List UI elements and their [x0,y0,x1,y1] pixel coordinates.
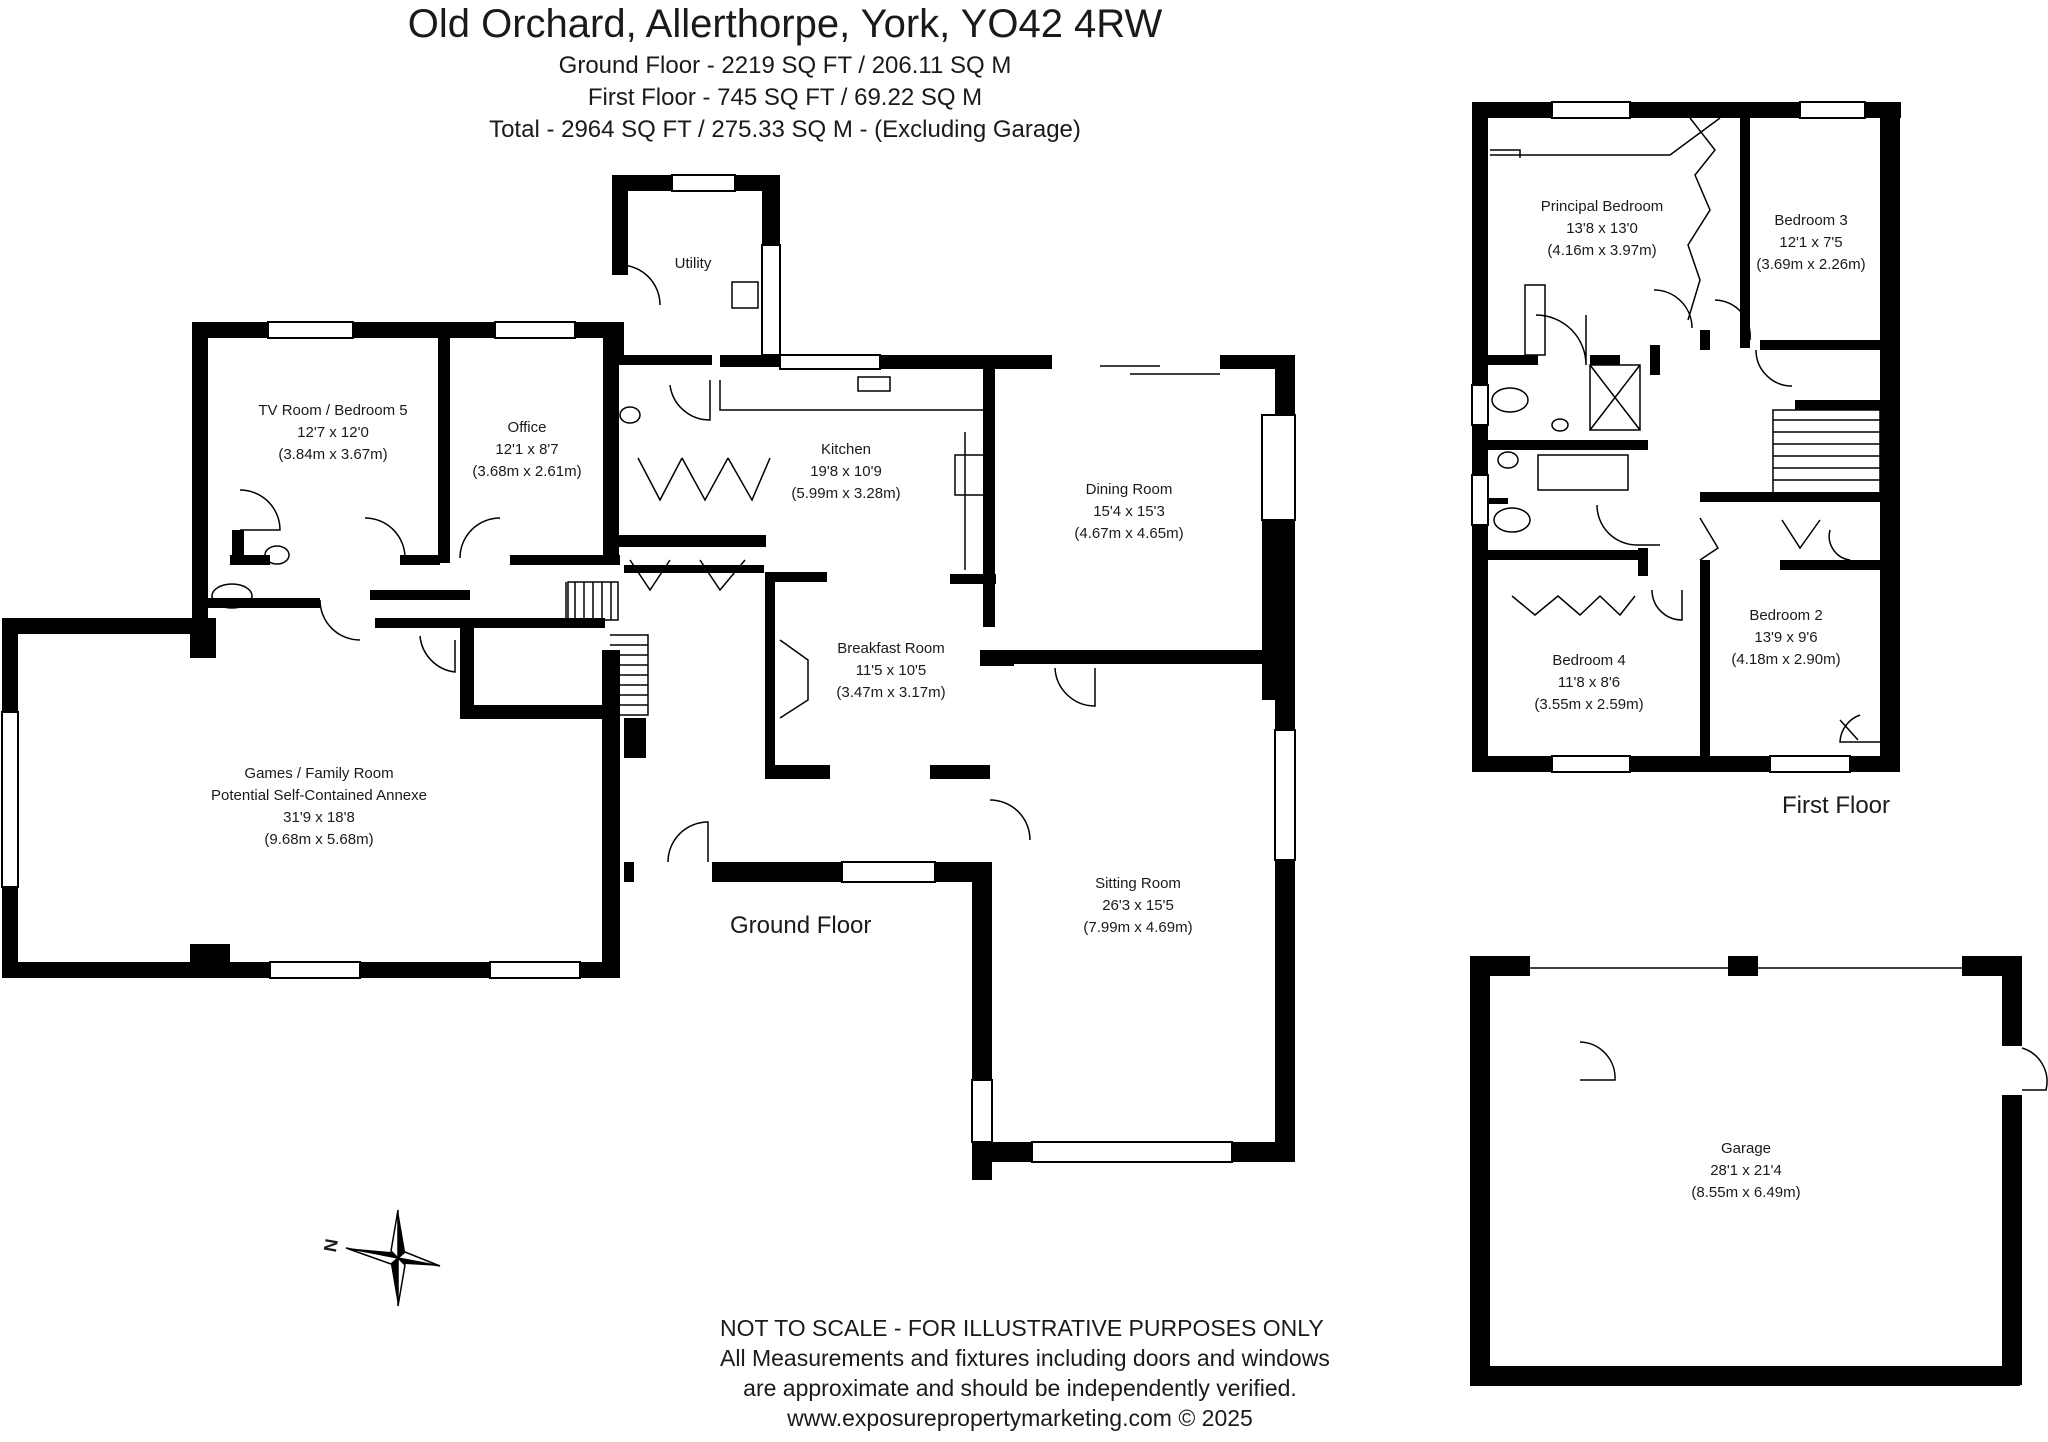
room-breakfast: Breakfast Room 11'5 x 10'5 (3.47m x 3.17… [836,638,945,704]
room-dining: Dining Room 15'4 x 15'3 (4.67m x 4.65m) [1074,479,1183,545]
room-bedroom-2: Bedroom 2 13'9 x 9'6 (4.18m x 2.90m) [1731,605,1840,671]
room-metric: (3.84m x 3.67m) [278,446,388,463]
room-metric: (9.68m x 5.68m) [264,831,374,848]
room-metric: (3.55m x 2.59m) [1534,696,1644,713]
room-principal-bedroom: Principal Bedroom 13'8 x 13'0 (4.16m x 3… [1541,196,1664,262]
room-bedroom-4: Bedroom 4 11'8 x 8'6 (3.55m x 2.59m) [1534,650,1643,716]
ground-floor-walls [2,175,1295,1180]
room-metric: (7.99m x 4.69m) [1083,919,1193,936]
garage-door [1530,967,2048,1091]
room-tv-bedroom-5: TV Room / Bedroom 5 12'7 x 12'0 (3.84m x… [258,400,407,466]
room-imperial: 11'8 x 8'6 [1557,674,1621,691]
room-subtitle: Potential Self-Contained Annexe [211,787,427,804]
room-garage: Garage 28'1 x 21'4 (8.55m x 6.49m) [1691,1138,1800,1204]
ground-floor-fixtures [211,264,1616,1081]
room-imperial: 15'4 x 15'3 [1093,503,1165,520]
room-bedroom-3: Bedroom 3 12'1 x 7'5 (3.69m x 2.26m) [1756,210,1865,276]
room-metric: (8.55m x 6.49m) [1691,1184,1801,1201]
room-kitchen: Kitchen 19'8 x 10'9 (5.99m x 3.28m) [791,439,900,505]
room-imperial: 12'7 x 12'0 [297,424,369,441]
room-metric: (5.99m x 3.28m) [791,485,901,502]
room-imperial: 31'9 x 18'8 [283,809,355,826]
room-imperial: 13'8 x 13'0 [1566,220,1638,237]
garage-walls [1470,956,2022,1386]
disclaimer: NOT TO SCALE - FOR ILLUSTRATIVE PURPOSES… [720,1313,1330,1433]
room-imperial: 12'1 x 7'5 [1779,234,1843,251]
room-imperial: 26'3 x 15'5 [1102,897,1174,914]
room-metric: (3.47m x 3.17m) [836,684,946,701]
room-metric: (3.69m x 2.26m) [1756,256,1866,273]
total-area: Total - 2964 SQ FT / 275.33 SQ M - (Excl… [489,116,1081,143]
room-name: Garage [1720,1140,1772,1157]
first-floor-fixtures [1490,117,1881,743]
room-imperial: 28'1 x 21'4 [1710,1162,1782,1179]
room-metric: (4.18m x 2.90m) [1731,651,1841,668]
room-imperial: 12'1 x 8'7 [495,441,559,458]
first-floor-area: First Floor - 745 SQ FT / 69.22 SQ M [587,84,983,111]
room-sitting: Sitting Room 26'3 x 15'5 (7.99m x 4.69m) [1083,873,1192,939]
room-name: Breakfast Room [837,640,945,657]
first-floor-walls [1472,102,1901,772]
compass-rose [345,1209,441,1307]
room-imperial: 13'9 x 9'6 [1754,629,1818,646]
room-name: Bedroom 4 [1552,652,1626,669]
disclaimer-website: www.exposurepropertymarketing.com © 2025 [787,1405,1253,1431]
room-games-family: Games / Family Room Potential Self-Conta… [211,763,427,851]
room-name: Office [507,419,547,436]
page-title: Old Orchard, Allerthorpe, York, YO42 4RW [407,2,1163,46]
first-floor-windows [1471,101,1866,773]
room-name: Dining Room [1085,481,1173,498]
room-name: TV Room / Bedroom 5 [258,402,408,419]
ground-floor-label: Ground Floor [730,912,872,939]
room-name: Bedroom 2 [1749,607,1823,624]
disclaimer-line-2: All Measurements and fixtures including … [720,1345,1330,1371]
room-metric: (4.67m x 4.65m) [1074,525,1184,542]
room-name: Principal Bedroom [1540,198,1664,215]
room-name: Sitting Room [1095,875,1181,892]
room-office: Office 12'1 x 8'7 (3.68m x 2.61m) [472,417,581,483]
room-name: Utility [674,255,712,272]
room-name: Kitchen [820,441,872,458]
room-metric: (3.68m x 2.61m) [472,463,582,480]
first-floor-label: First Floor [1782,792,1890,819]
room-name: Bedroom 3 [1774,212,1848,229]
room-utility: Utility [675,253,712,275]
disclaimer-line-1: NOT TO SCALE - FOR ILLUSTRATIVE PURPOSES… [720,1315,1324,1341]
ground-floor-area: Ground Floor - 2219 SQ FT / 206.11 SQ M [558,52,1012,79]
room-name: Games / Family Room [244,765,394,782]
room-metric: (4.16m x 3.97m) [1547,242,1657,259]
room-imperial: 11'5 x 10'5 [855,662,927,679]
disclaimer-line-3: are approximate and should be independen… [743,1375,1297,1401]
ground-floor-windows [1,174,1296,1163]
room-imperial: 19'8 x 10'9 [810,463,882,480]
